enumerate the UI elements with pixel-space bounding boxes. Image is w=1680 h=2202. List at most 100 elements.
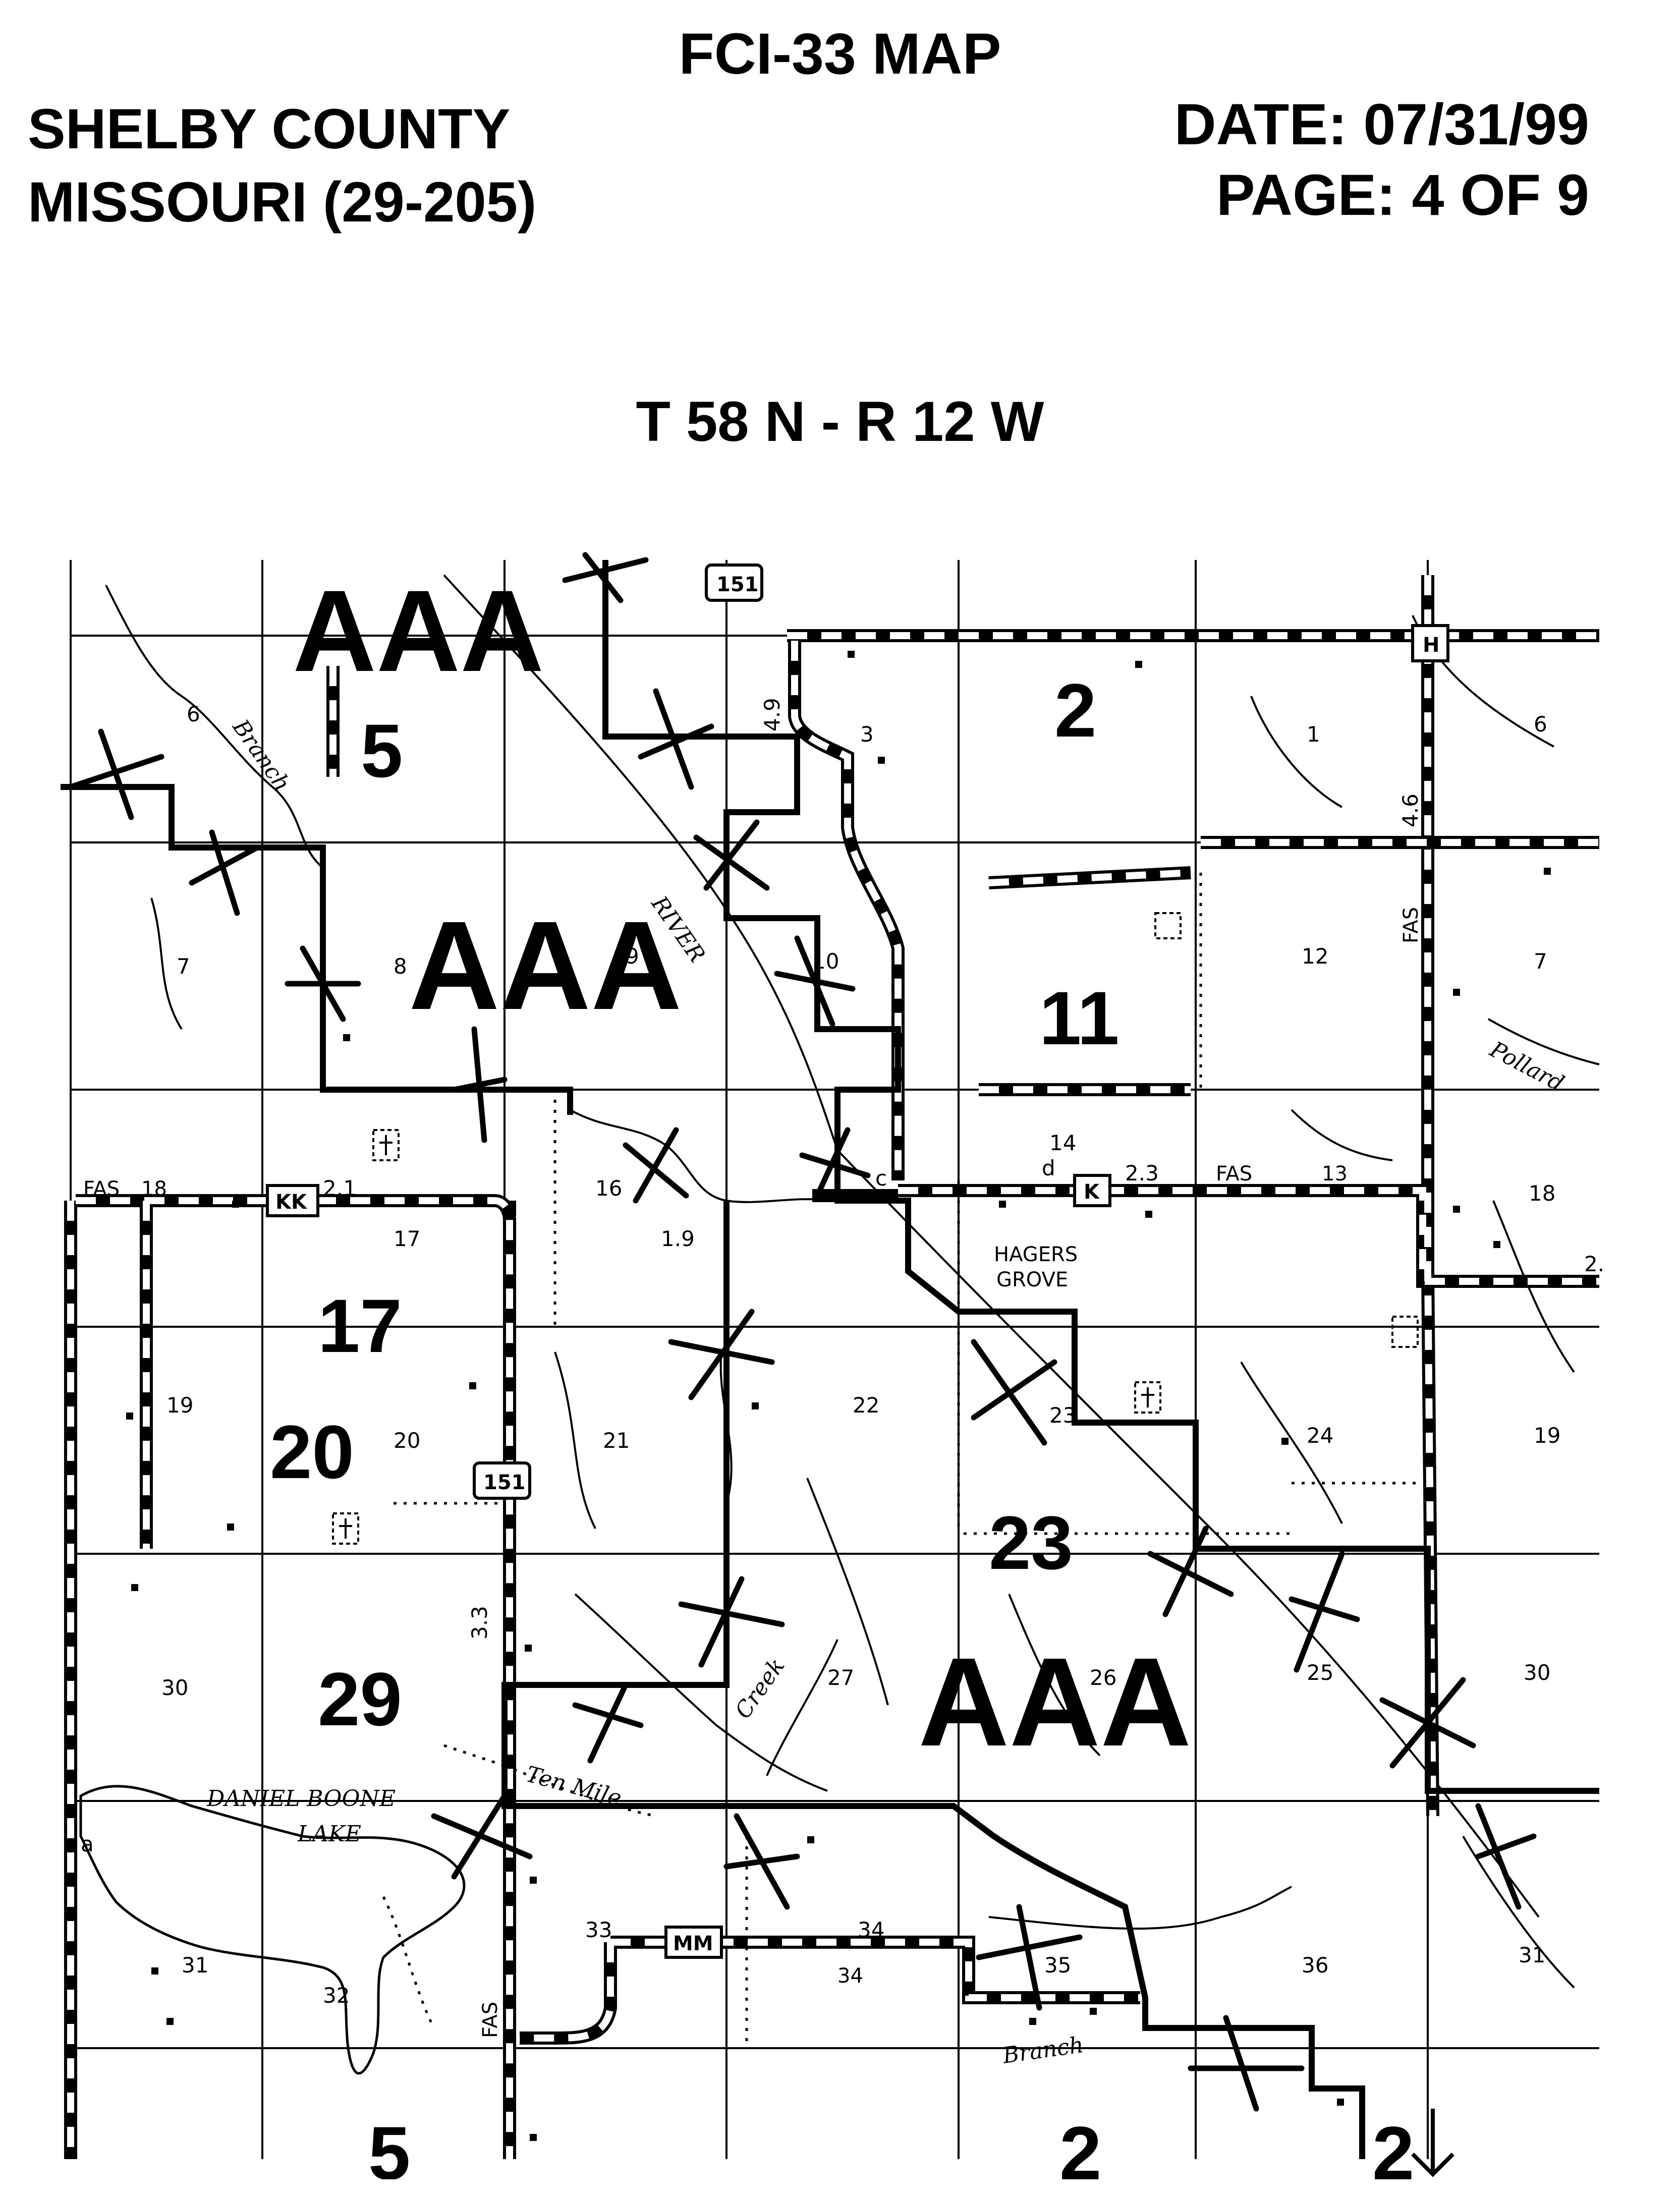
- streams: [105, 574, 1600, 1989]
- svg-text:10: 10: [812, 949, 839, 974]
- roads-major: [64, 575, 1599, 2159]
- svg-text:6: 6: [187, 702, 200, 726]
- south-arrow-icon: [1411, 2109, 1454, 2177]
- svg-text:12: 12: [1302, 944, 1328, 969]
- svg-text:35: 35: [1044, 1953, 1071, 1978]
- svg-text:Creek: Creek: [730, 1654, 790, 1724]
- svg-text:4.6: 4.6: [1398, 794, 1423, 827]
- svg-text:GROVE: GROVE: [996, 1268, 1068, 1291]
- route-marker-151-north: 151: [705, 563, 763, 602]
- svg-text:3: 3: [860, 722, 874, 747]
- svg-text:34: 34: [837, 1964, 863, 1988]
- svg-text:DANIEL BOONE: DANIEL BOONE: [206, 1786, 396, 1812]
- map-title: FCI-33 MAP: [679, 22, 1001, 86]
- svg-text:23: 23: [989, 1500, 1073, 1585]
- township-map: AAA AAA AAA 5 2 11 17 20 23 29 5 2 2 6 3…: [61, 552, 1604, 2179]
- svg-text:4.9: 4.9: [760, 698, 785, 731]
- svg-text:2.: 2.: [1584, 1252, 1604, 1276]
- svg-text:2: 2: [1059, 2111, 1101, 2179]
- svg-text:LAKE: LAKE: [297, 1821, 361, 1847]
- svg-text:34: 34: [858, 1917, 884, 1942]
- svg-text:23: 23: [1049, 1403, 1076, 1428]
- svg-text:13: 13: [1322, 1162, 1348, 1185]
- svg-text:a: a: [81, 1832, 94, 1856]
- svg-text:20: 20: [270, 1409, 354, 1494]
- section-grid: [70, 560, 1599, 2159]
- svg-text:Branch: Branch: [1000, 2032, 1085, 2069]
- svg-text:22: 22: [853, 1393, 879, 1418]
- svg-text:30: 30: [1524, 1660, 1550, 1685]
- svg-text:2.1: 2.1: [323, 1176, 357, 1201]
- svg-text:d: d: [1042, 1156, 1055, 1180]
- section-numbers: 6 3 1 6 7 8 9 10 12 7 16 14 18 17 19 20 …: [161, 702, 1560, 2008]
- svg-text:HAGERS: HAGERS: [994, 1243, 1078, 1266]
- svg-text:11: 11: [1039, 976, 1119, 1060]
- zone-label-aaa-center: AAA: [409, 895, 682, 1036]
- township-range: T 58 N - R 12 W: [636, 390, 1044, 453]
- roads-minor: [382, 873, 1423, 2048]
- svg-text:Branch: Branch: [227, 714, 295, 796]
- svg-text:19: 19: [1534, 1423, 1560, 1448]
- svg-text:FAS: FAS: [1399, 907, 1423, 943]
- svg-text:7: 7: [177, 954, 190, 979]
- map-date: DATE: 07/31/99: [1174, 92, 1589, 157]
- daniel-boone-lake: [79, 1785, 466, 2075]
- x-marks: [68, 552, 1537, 2112]
- svg-text:31: 31: [182, 1953, 208, 1978]
- zone-label-aaa-south: AAA: [918, 1631, 1192, 1772]
- building-markers: [126, 651, 1551, 2141]
- svg-text:c: c: [875, 1166, 887, 1191]
- svg-text:3.3: 3.3: [467, 1606, 492, 1640]
- svg-text:20: 20: [394, 1428, 420, 1453]
- svg-text:18: 18: [141, 1177, 167, 1201]
- svg-text:FAS: FAS: [479, 2002, 502, 2038]
- place-labels: HAGERS GROVE c d a: [81, 1156, 1078, 1856]
- route-marker-mm: MM: [664, 1926, 723, 1959]
- route-marker-h: H: [1411, 624, 1449, 662]
- svg-text:6: 6: [1534, 712, 1547, 737]
- fci-boundary: [61, 560, 1599, 2159]
- svg-text:5: 5: [361, 708, 403, 793]
- zone-label-aaa-north: AAA: [293, 566, 544, 696]
- svg-text:30: 30: [161, 1675, 188, 1700]
- svg-text:H: H: [1423, 634, 1439, 657]
- page-indicator: PAGE: 4 OF 9: [1216, 163, 1589, 228]
- church-symbols: [332, 912, 1419, 1545]
- route-marker-k: K: [1073, 1174, 1111, 1207]
- svg-text:16: 16: [595, 1176, 622, 1201]
- route-marker-151-south: 151: [473, 1461, 531, 1500]
- svg-text:29: 29: [318, 1657, 402, 1741]
- svg-text:K: K: [1084, 1180, 1100, 1204]
- road-labels: FAS 18 FAS 13 FAS FAS 34: [83, 907, 1423, 2038]
- svg-text:9: 9: [626, 944, 639, 969]
- svg-text:1: 1: [1307, 722, 1320, 747]
- svg-text:26: 26: [1090, 1665, 1116, 1690]
- svg-text:19: 19: [166, 1393, 193, 1418]
- svg-text:5: 5: [368, 2111, 410, 2179]
- svg-text:Pollard: Pollard: [1485, 1036, 1568, 1097]
- svg-text:36: 36: [1302, 1953, 1328, 1978]
- svg-text:7: 7: [1534, 949, 1547, 974]
- svg-text:8: 8: [394, 954, 407, 979]
- svg-text:2.3: 2.3: [1125, 1161, 1159, 1185]
- svg-text:151: 151: [716, 573, 759, 596]
- svg-text:2: 2: [1054, 668, 1096, 753]
- svg-text:18: 18: [1529, 1181, 1555, 1206]
- route-marker-kk: KK: [266, 1184, 319, 1217]
- svg-text:2: 2: [1372, 2111, 1414, 2179]
- county-name: SHELBY COUNTY: [28, 97, 511, 160]
- svg-text:KK: KK: [275, 1191, 308, 1214]
- svg-text:14: 14: [1049, 1131, 1076, 1155]
- svg-text:FAS: FAS: [1216, 1162, 1252, 1185]
- svg-text:FAS: FAS: [83, 1177, 120, 1201]
- svg-text:27: 27: [827, 1665, 854, 1690]
- svg-text:33: 33: [585, 1917, 612, 1942]
- svg-text:32: 32: [323, 1983, 350, 2008]
- svg-text:31: 31: [1519, 1943, 1545, 1967]
- svg-text:151: 151: [483, 1471, 526, 1494]
- svg-text:25: 25: [1307, 1660, 1333, 1685]
- svg-text:17: 17: [394, 1226, 420, 1251]
- svg-text:17: 17: [318, 1283, 402, 1368]
- svg-text:1.9: 1.9: [661, 1226, 695, 1251]
- road-numbers: 4.9 4.6 2.1 2.3 1.9 3.3 2.: [323, 698, 1604, 1640]
